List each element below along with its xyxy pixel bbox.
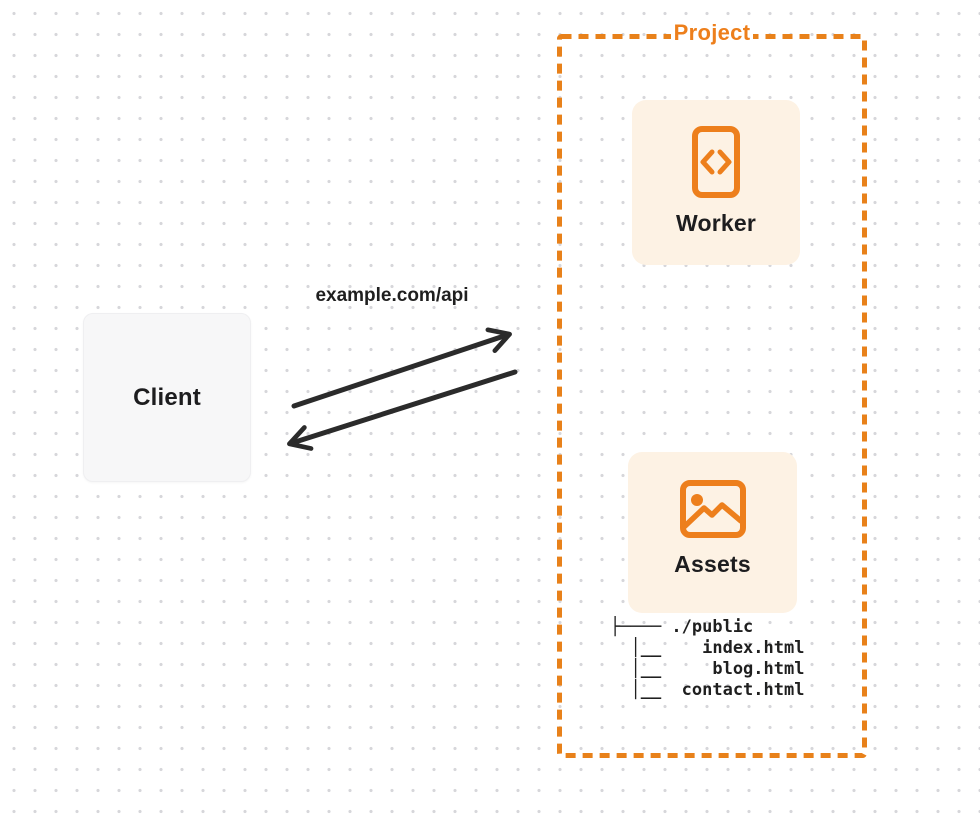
request-response-arrows <box>287 327 518 451</box>
client-label: Client <box>133 383 201 411</box>
request-arrow <box>291 327 512 409</box>
client-node: Client <box>83 313 251 482</box>
project-label-wrap: Project <box>557 20 867 46</box>
code-file-icon <box>692 126 740 198</box>
project-label: Project <box>670 20 754 46</box>
response-arrow <box>287 369 518 451</box>
worker-node: Worker <box>632 100 800 265</box>
worker-label: Worker <box>675 210 757 236</box>
assets-node: Assets <box>628 452 797 613</box>
file-tree: ├──── ./public │__ index.html │__ blog.h… <box>610 617 805 700</box>
image-icon <box>679 480 746 538</box>
assets-label: Assets <box>674 551 751 577</box>
request-url-label: example.com/api <box>315 285 469 306</box>
